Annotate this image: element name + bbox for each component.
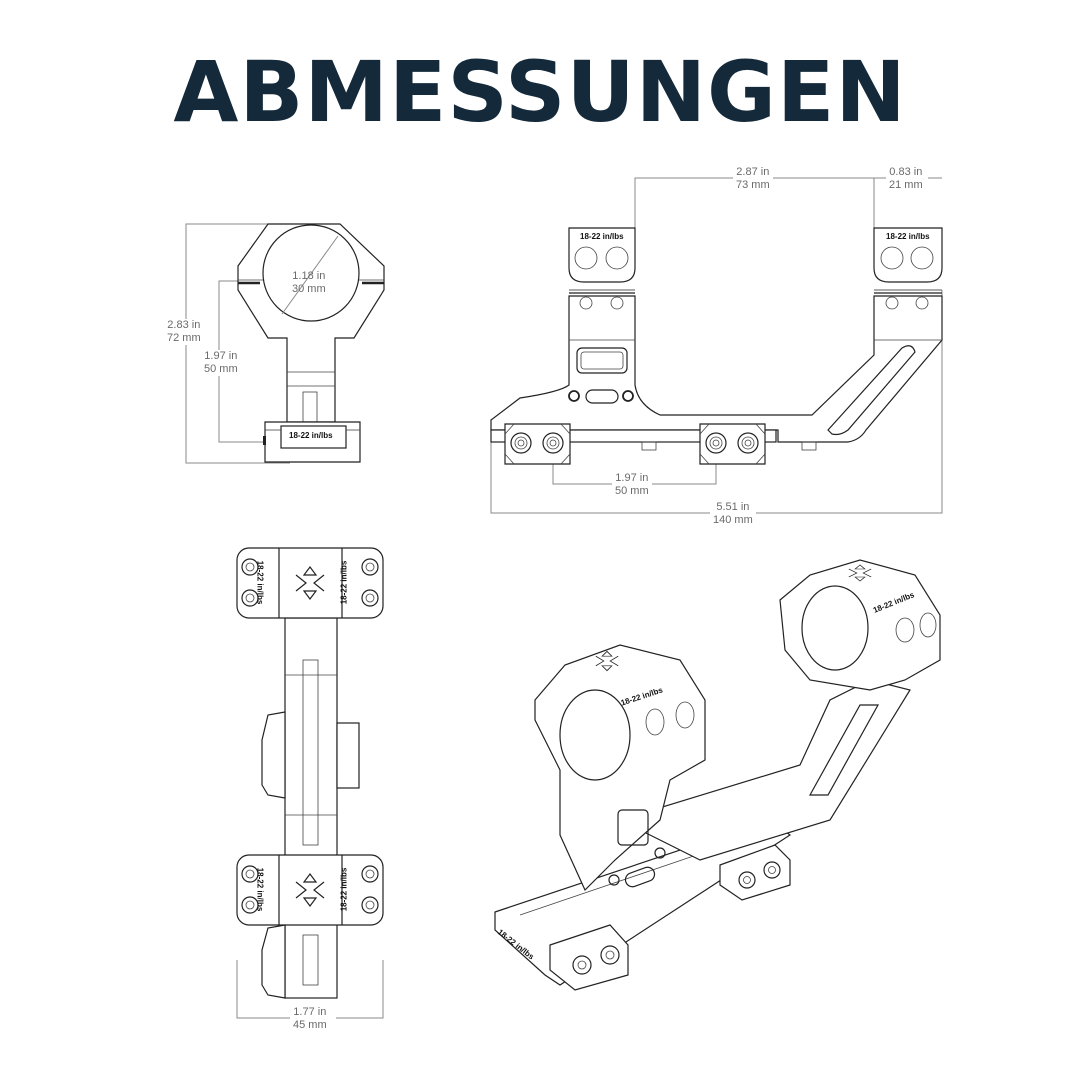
ring-spacing-in: 2.87 in	[736, 166, 770, 178]
ring-diameter-in: 1.18 in	[292, 270, 326, 282]
top-view	[236, 547, 384, 1019]
x-star-logo-icon	[595, 650, 619, 672]
base-width-mm: 45 mm	[293, 1019, 327, 1031]
ring-spacing-label: 2.87 in 73 mm	[733, 166, 773, 192]
torque-label: 18-22 in/lbs	[580, 232, 624, 241]
x-star-logo-icon	[295, 566, 325, 600]
x-star-logo-icon	[848, 564, 872, 582]
center-height-label: 1.97 in 50 mm	[201, 350, 241, 376]
page-title: ABMESSUNGEN	[173, 43, 907, 141]
side-view	[490, 177, 943, 514]
total-height-label: 2.83 in 72 mm	[164, 319, 204, 345]
torque-label: 18-22 in/lbs	[289, 431, 333, 440]
torque-label: 18-22 in/lbs	[255, 867, 265, 912]
torque-label: 18-22 in/lbs	[339, 867, 349, 912]
ring-spacing-mm: 73 mm	[736, 179, 770, 191]
ring-width-in: 0.83 in	[889, 166, 923, 178]
base-width-label: 1.77 in 45 mm	[290, 1006, 330, 1032]
total-length-mm: 140 mm	[713, 514, 753, 526]
ring-width-label: 0.83 in 21 mm	[886, 166, 926, 192]
clamp-spacing-in: 1.97 in	[615, 472, 649, 484]
total-length-label: 5.51 in 140 mm	[710, 501, 756, 527]
iso-view	[494, 559, 941, 991]
total-height-mm: 72 mm	[167, 332, 201, 344]
base-width-in: 1.77 in	[293, 1006, 327, 1018]
center-height-mm: 50 mm	[204, 363, 238, 375]
ring-width-mm: 21 mm	[889, 179, 923, 191]
torque-label: 18-22 in/lbs	[255, 560, 265, 605]
clamp-spacing-mm: 50 mm	[615, 485, 649, 497]
ring-diameter-mm: 30 mm	[292, 283, 326, 295]
ring-diameter-label: 1.18 in 30 mm	[289, 270, 329, 296]
front-view	[185, 223, 385, 464]
total-height-in: 2.83 in	[167, 319, 201, 331]
x-star-logo-icon	[295, 873, 325, 907]
torque-label: 18-22 in/lbs	[339, 560, 349, 605]
clamp-spacing-label: 1.97 in 50 mm	[612, 472, 652, 498]
torque-label: 18-22 in/lbs	[886, 232, 930, 241]
center-height-in: 1.97 in	[204, 350, 238, 362]
total-length-in: 5.51 in	[716, 501, 750, 513]
